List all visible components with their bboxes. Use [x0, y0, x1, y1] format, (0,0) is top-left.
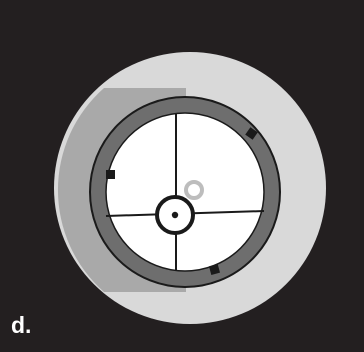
square-marker-icon — [106, 170, 115, 179]
panel-label: d. — [11, 312, 32, 338]
square-marker-icon — [245, 127, 258, 140]
hollow-circle-icon — [184, 180, 204, 200]
square-marker-icon — [208, 263, 221, 276]
bullseye-icon — [155, 195, 195, 235]
reticle-dot — [171, 211, 179, 219]
